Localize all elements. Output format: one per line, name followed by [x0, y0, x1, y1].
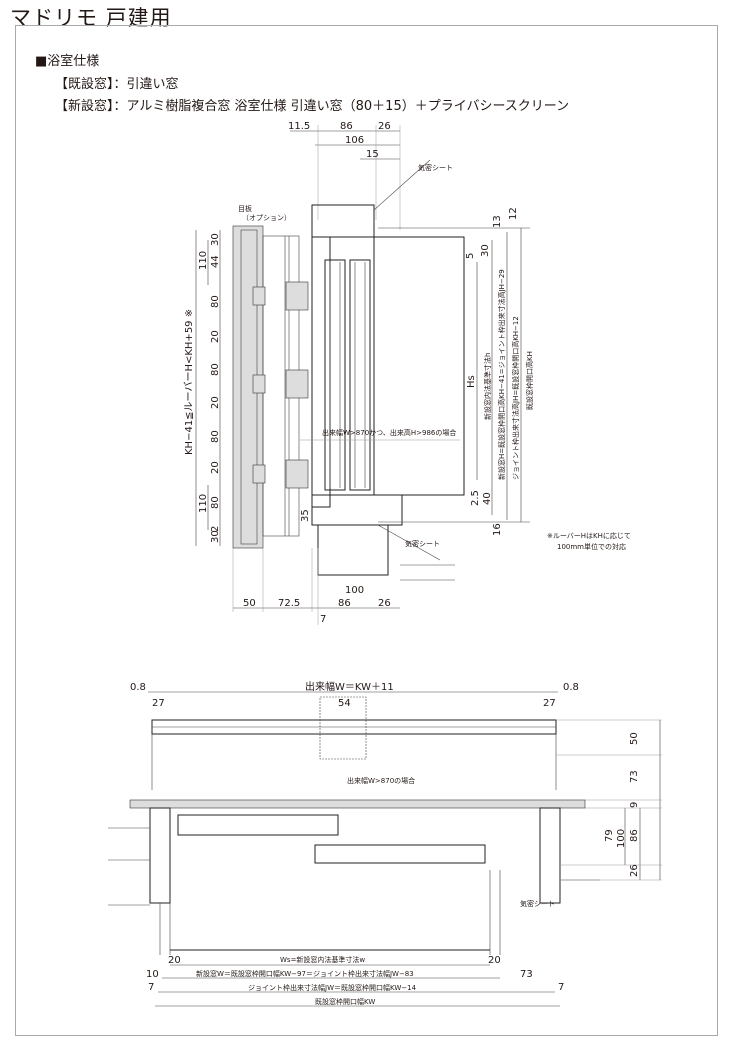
airtight-sheet-label-bottom: 気密シート: [405, 539, 440, 548]
dim-11-5: 11.5: [288, 121, 310, 132]
condition-note: 出来幅W>870かつ、出来高H>986の場合: [322, 428, 456, 437]
width-label: 出来幅W＝KW＋11: [305, 680, 394, 693]
dim-30: 30: [210, 530, 221, 543]
horizontal-section-drawing: [108, 691, 662, 1007]
inner-h-label: 新設窓内法基準寸法h: [483, 353, 492, 420]
dim-20: 20: [210, 330, 221, 343]
option-label: （オプション）: [242, 214, 291, 222]
dim-50: 50: [243, 598, 256, 609]
dim-80: 80: [210, 295, 221, 308]
dim-110-top: 110: [198, 251, 209, 270]
dim-20: 20: [210, 461, 221, 474]
dim-26-bottom: 26: [378, 598, 391, 609]
dim-30: 30: [210, 233, 221, 246]
dim-0-8-right: 0.8: [563, 682, 579, 693]
dim-100: 100: [616, 829, 627, 848]
dim-27-right: 27: [543, 698, 556, 709]
dim-72-5: 72.5: [278, 598, 300, 609]
condition-note-horizontal: 出来幅W>870の場合: [347, 776, 415, 785]
louver-note-1: ※ルーバーHはKHに応じて: [547, 531, 631, 540]
hs-label: Hs: [466, 375, 477, 388]
dim-26-top: 26: [378, 121, 391, 132]
dim-79: 79: [604, 829, 615, 842]
new-w-label: 新設窓W＝既設窓枠開口幅KW−97＝ジョイント枠出来寸法幅JW−83: [196, 969, 414, 978]
vertical-section-drawing: [195, 125, 530, 625]
dim-86-bottom: 86: [338, 598, 351, 609]
new-window-spec: 【新設窓】：アルミ樹脂複合窓 浴室仕様 引違い窓（80＋15）＋プライバシースク…: [55, 99, 570, 114]
dim-9: 9: [629, 802, 640, 808]
dim-10: 10: [146, 969, 159, 980]
dim-110-bottom: 110: [198, 494, 209, 513]
dim-20-right: 20: [488, 955, 501, 966]
kw-label: 既設窓枠開口幅KW: [315, 997, 375, 1006]
airtight-sheet-label: 気密シート: [520, 899, 555, 908]
meita-label: 目板: [238, 204, 252, 213]
dim-20-left: 20: [168, 955, 181, 966]
drawing-frame: [15, 25, 718, 1036]
dim-50: 50: [629, 732, 640, 745]
dim-0-8-left: 0.8: [130, 682, 146, 693]
dim-73: 73: [629, 770, 640, 783]
ws-label: Ws=新設窓内法基準寸法w: [280, 955, 365, 964]
dim-106: 106: [345, 135, 364, 146]
louver-range-label: KH−41≦ルーバーH<KH+59 ※: [183, 309, 195, 455]
louver-note-2: 100mm単位での対応: [557, 542, 626, 551]
jw-label: ジョイント枠出来寸法幅JW＝既設窓枠開口幅KW−14: [248, 983, 417, 992]
dim-20: 20: [210, 396, 221, 409]
dim-2: 2: [210, 526, 221, 532]
dim-44: 44: [210, 255, 221, 268]
dim-26: 26: [629, 864, 640, 877]
dim-35: 35: [300, 509, 311, 522]
dim-86: 86: [629, 829, 640, 842]
dim-13: 13: [492, 215, 503, 228]
existing-window-spec: 【既設窓】：引違い窓: [55, 77, 179, 92]
dim-12: 12: [508, 207, 519, 220]
dim-7-left: 7: [148, 982, 154, 993]
new-h-label: 新設窓H=既設窓枠開口高KH−41=ジョイント枠出来寸法高JH−29: [497, 269, 506, 480]
dim-100: 100: [345, 585, 364, 596]
dim-5: 5: [465, 253, 476, 259]
dim-2-5: 2.5: [470, 490, 481, 506]
dim-7: 7: [320, 614, 326, 625]
dim-15: 15: [366, 149, 379, 160]
jh-label: ジョイント枠出来寸法高JH=既設窓枠開口高KH−12: [511, 316, 520, 480]
dim-73-bottom: 73: [520, 969, 533, 980]
dim-80: 80: [210, 496, 221, 509]
dim-16: 16: [492, 523, 503, 536]
page-title: マドリモ 戸建用: [10, 6, 172, 30]
dim-80: 80: [210, 430, 221, 443]
dim-80: 80: [210, 363, 221, 376]
kh-label: 既設窓枠開口高KH: [525, 351, 534, 410]
dim-27-left: 27: [152, 698, 165, 709]
section-heading: ■浴室仕様: [35, 54, 100, 69]
dim-54: 54: [338, 698, 351, 709]
dim-30-right: 30: [480, 244, 491, 257]
dim-40: 40: [482, 492, 493, 505]
dim-86-top: 86: [340, 121, 353, 132]
airtight-sheet-label-top: 気密シート: [418, 163, 453, 172]
dim-7-right: 7: [558, 982, 564, 993]
